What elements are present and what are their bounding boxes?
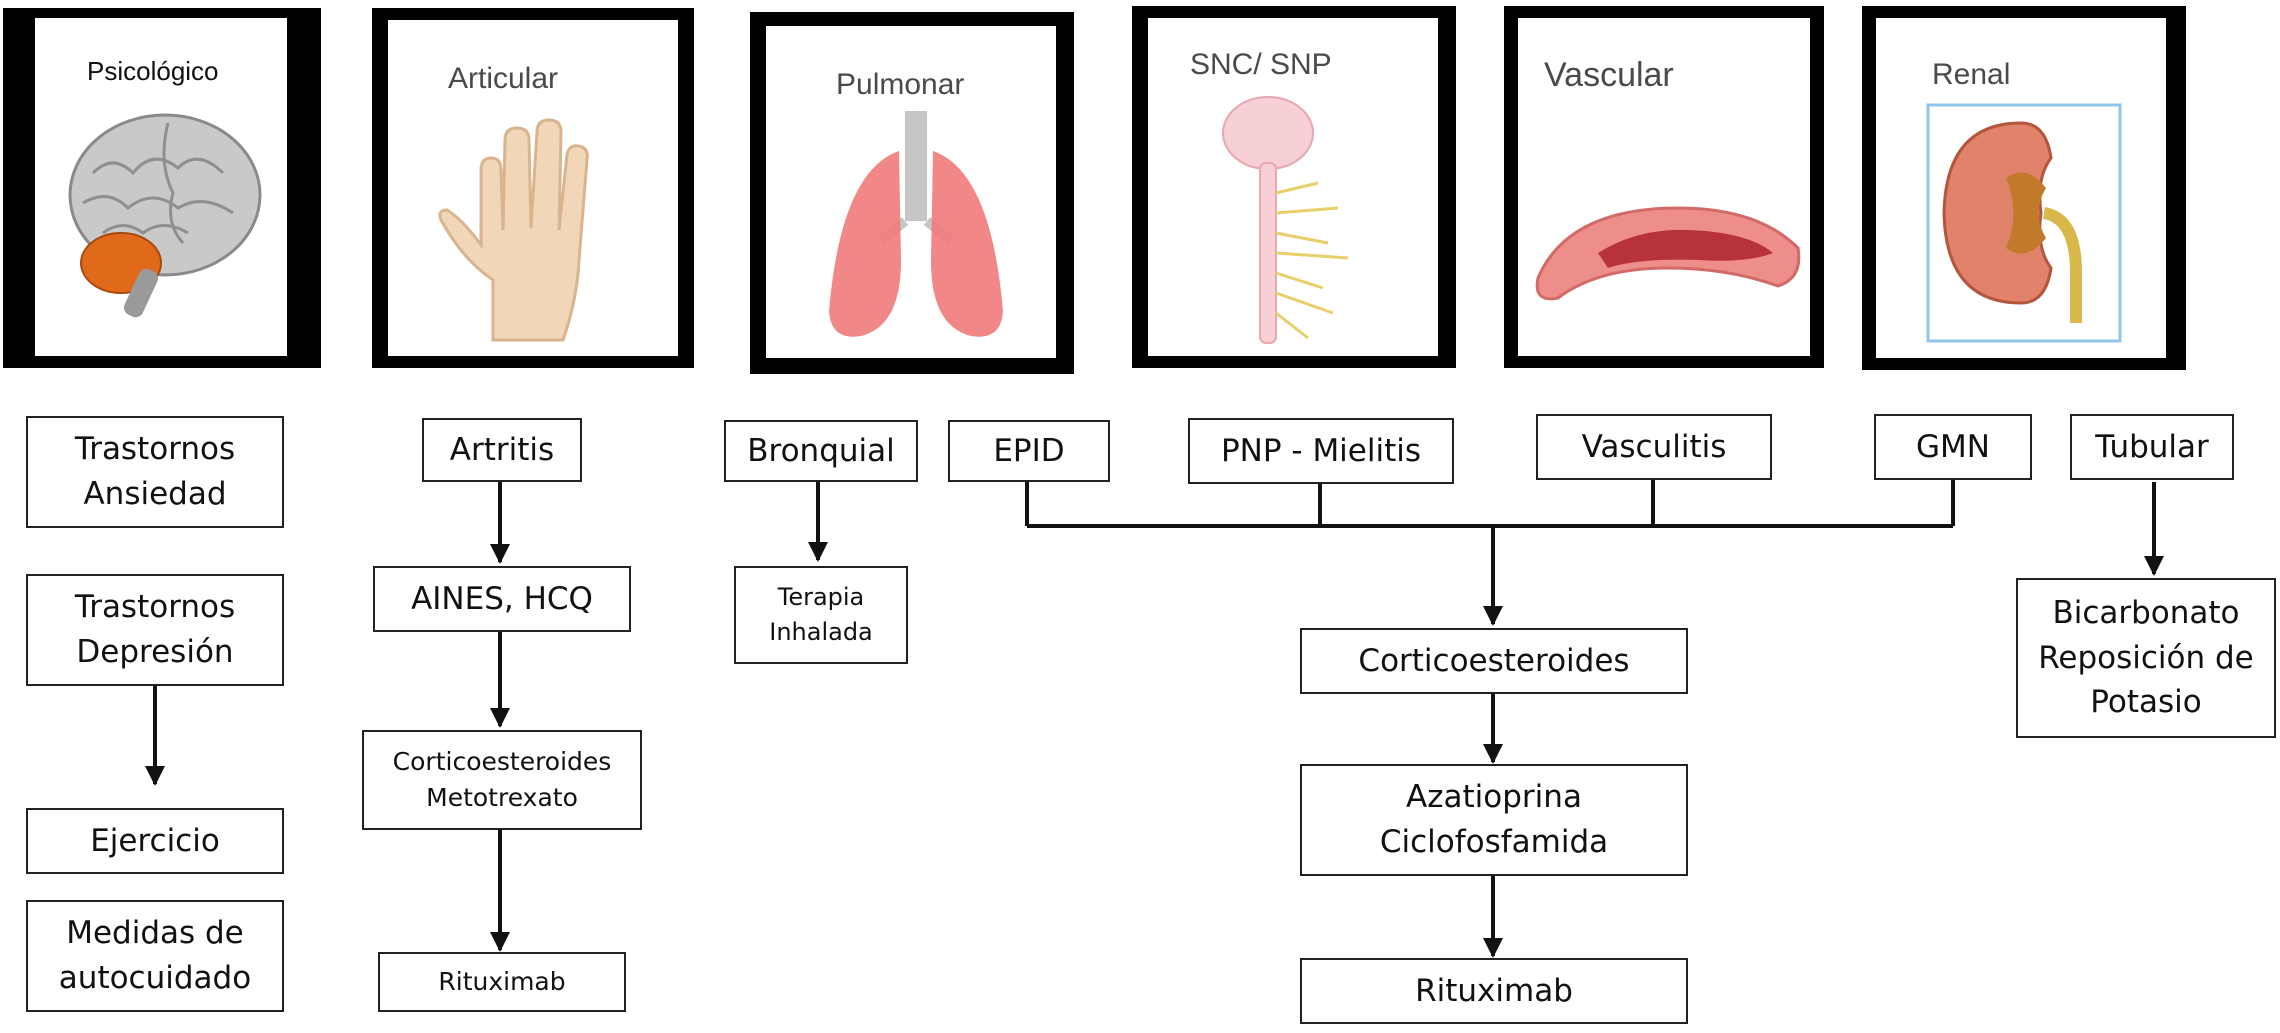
box-epid: EPID <box>948 420 1110 482</box>
nervous-system-icon <box>1222 96 1349 344</box>
box-ejercicio: Ejercicio <box>26 808 284 874</box>
box-pnp-mielitis: PNP - Mielitis <box>1188 418 1454 484</box>
panel-renal: Renal <box>1862 6 2186 370</box>
box-vasculitis: Vasculitis <box>1536 414 1772 480</box>
box-artritis: Artritis <box>422 418 582 482</box>
box-gmn: GMN <box>1874 414 2032 480</box>
panel-snc: SNC/ SNP <box>1132 6 1456 368</box>
blood-vessel-icon <box>1535 206 1801 301</box>
box-azatioprina-ciclofosfamida: Azatioprina Ciclofosfamida <box>1300 764 1688 876</box>
panel-psicologico: Psicológico <box>3 8 321 368</box>
panel-vascular: Vascular <box>1504 6 1824 368</box>
panel-pulmonar: Pulmonar <box>750 12 1074 374</box>
panel-title-pulmonar: Pulmonar <box>836 68 965 101</box>
panel-title-snc: SNC/ SNP <box>1190 48 1332 81</box>
lungs-icon <box>829 111 1003 337</box>
panel-title-vascular: Vascular <box>1544 56 1674 94</box>
panel-title-articular: Articular <box>448 62 559 95</box>
box-autocuidado: Medidas de autocuidado <box>26 900 284 1012</box>
kidney-icon <box>1926 103 2122 343</box>
box-bronquial: Bronquial <box>724 420 918 482</box>
box-rituximab-sistemico: Rituximab <box>1300 958 1688 1024</box>
box-corticoesteroides-metotrexato: Corticoesteroides Metotrexato <box>362 730 642 830</box>
panel-title-psicologico: Psicológico <box>87 56 219 86</box>
box-corticoesteroides: Corticoesteroides <box>1300 628 1688 694</box>
box-trastornos-depresion: Trastornos Depresión <box>26 574 284 686</box>
hand-icon <box>438 118 589 342</box>
box-aines-hcq: AINES, HCQ <box>373 566 631 632</box>
box-terapia-inhalada: Terapia Inhalada <box>734 566 908 664</box>
box-bicarbonato-potasio: Bicarbonato Reposición de Potasio <box>2016 578 2276 738</box>
box-tubular: Tubular <box>2070 414 2234 480</box>
panel-title-renal: Renal <box>1932 58 2011 91</box>
brain-icon <box>68 113 262 318</box>
box-trastornos-ansiedad: Trastornos Ansiedad <box>26 416 284 528</box>
box-rituximab-articular: Rituximab <box>378 952 626 1012</box>
panel-articular: Articular <box>372 8 694 368</box>
